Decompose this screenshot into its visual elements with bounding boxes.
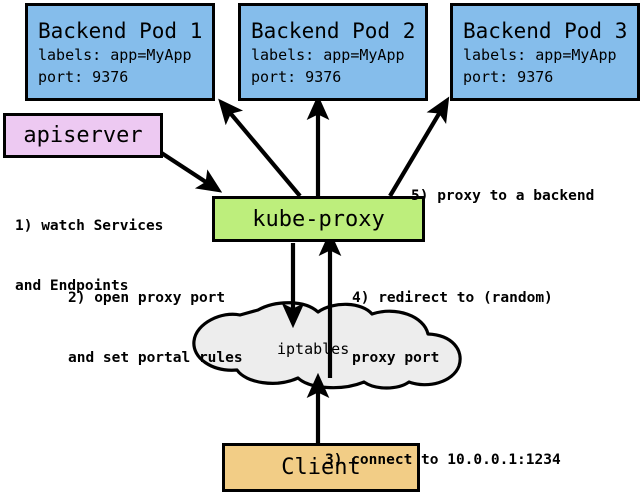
client-label: Client (281, 455, 361, 480)
step-5-label: 5) proxy to a backend (411, 146, 594, 246)
arrow-kubeproxy-to-pod1 (218, 98, 302, 198)
backend-pod-2-title: Backend Pod 2 (251, 19, 416, 43)
step-1-line-2: and Endpoints (15, 278, 129, 294)
backend-pod-2-port: port: 9376 (251, 68, 342, 86)
iptables-label: iptables (277, 340, 350, 358)
step-2-line-1: 2) open proxy port (68, 290, 226, 306)
step-4-line-1: 4) redirect to (random) (352, 290, 553, 306)
step-1-label: 1) watch Services and Endpoints (15, 176, 163, 336)
backend-pod-1-title: Backend Pod 1 (38, 19, 203, 43)
step-3-line-1: 3) connect to 10.0.0.1:1234 (325, 452, 561, 468)
iptables-cloud (192, 301, 462, 390)
step-2-label: 2) open proxy port and set portal rules (68, 248, 243, 408)
apiserver-label: apiserver (23, 123, 143, 148)
backend-pod-2-labels: labels: app=MyApp (251, 46, 405, 64)
kube-proxy-label: kube-proxy (252, 206, 385, 232)
backend-pod-3-box[interactable]: Backend Pod 3 labels: app=MyApp port: 93… (450, 3, 640, 101)
step-3-label: 3) connect to 10.0.0.1:1234 (325, 410, 561, 494)
step-1-line-1: 1) watch Services (15, 218, 164, 234)
backend-pod-1-box[interactable]: Backend Pod 1 labels: app=MyApp port: 93… (25, 3, 215, 101)
backend-pod-2-box[interactable]: Backend Pod 2 labels: app=MyApp port: 93… (238, 3, 428, 101)
step-5-line-1: 5) proxy to a backend (411, 188, 595, 204)
backend-pod-1-labels: labels: app=MyApp (38, 46, 192, 64)
backend-pod-3-title: Backend Pod 3 (463, 19, 628, 43)
kube-proxy-box[interactable]: kube-proxy (212, 196, 425, 242)
backend-pod-3-labels: labels: app=MyApp (463, 46, 617, 64)
backend-pod-1-port: port: 9376 (38, 68, 129, 86)
arrow-kubeproxy-to-pod3 (388, 96, 450, 198)
backend-pod-3-port: port: 9376 (463, 68, 554, 86)
client-box[interactable]: Client (222, 443, 420, 492)
step-2-line-2: and set portal rules (68, 350, 243, 366)
step-4-line-2: proxy port (352, 350, 440, 366)
arrow-apiserver-to-kubeproxy (158, 150, 223, 193)
step-4-label: 4) redirect to (random) proxy port (352, 248, 553, 408)
apiserver-box[interactable]: apiserver (3, 113, 163, 158)
